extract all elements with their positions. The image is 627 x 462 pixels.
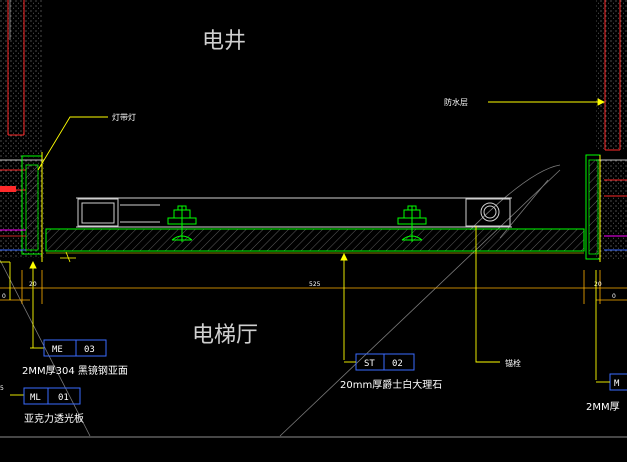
anchor-bolt-left — [167, 205, 197, 242]
annotation-anchor-bolt: 锚栓 — [505, 358, 521, 368]
dim-right-small: 20 — [594, 281, 602, 288]
material-tag-ml01: ML 01 亚克力透光板 5 — [0, 385, 84, 425]
level-marker — [60, 251, 76, 263]
material-tag-st02: ST 02 20mm厚爵士白大理石 — [340, 353, 442, 391]
material-tag-desc: 20mm厚爵士白大理石 — [340, 378, 442, 391]
room-label-lower: 电梯厅 — [192, 323, 258, 348]
room-label-upper: 电井 — [202, 29, 246, 54]
material-tag-code: M — [614, 379, 620, 389]
material-tag-num: 03 — [84, 345, 95, 355]
material-tag-desc: 2MM厚304 黑镜钢亚面 — [22, 364, 128, 377]
dimension-line — [0, 270, 627, 304]
marble-slab — [45, 228, 585, 254]
dim-left-edge: 0 — [2, 293, 6, 300]
dim-main-span: 525 — [309, 281, 321, 288]
material-tag-right: M 2MM厚 — [586, 373, 627, 413]
material-tag-num: 02 — [392, 359, 403, 369]
anchor-bolt-right — [397, 205, 427, 242]
dim-left-stub: 5 — [0, 385, 4, 392]
right-wall — [585, 0, 627, 262]
material-tag-code: ML — [30, 393, 41, 403]
material-tag-num: 01 — [58, 393, 69, 403]
material-tag-code: ST — [364, 359, 375, 369]
material-tag-desc: 亚克力透光板 — [24, 412, 84, 425]
material-tag-code: ME — [52, 345, 63, 355]
dim-right-edge: 0 — [612, 293, 616, 300]
material-tag-desc: 2MM厚 — [586, 401, 620, 413]
annotation-led-strip: 灯带灯 — [112, 112, 136, 122]
leaders — [0, 98, 606, 396]
material-tag-me03: ME 03 2MM厚304 黑镜钢亚面 — [22, 339, 128, 377]
annotation-waterproof: 防水层 — [444, 97, 468, 107]
background-guides — [0, 164, 561, 437]
support-frame — [76, 197, 512, 228]
left-wall — [0, 0, 44, 262]
